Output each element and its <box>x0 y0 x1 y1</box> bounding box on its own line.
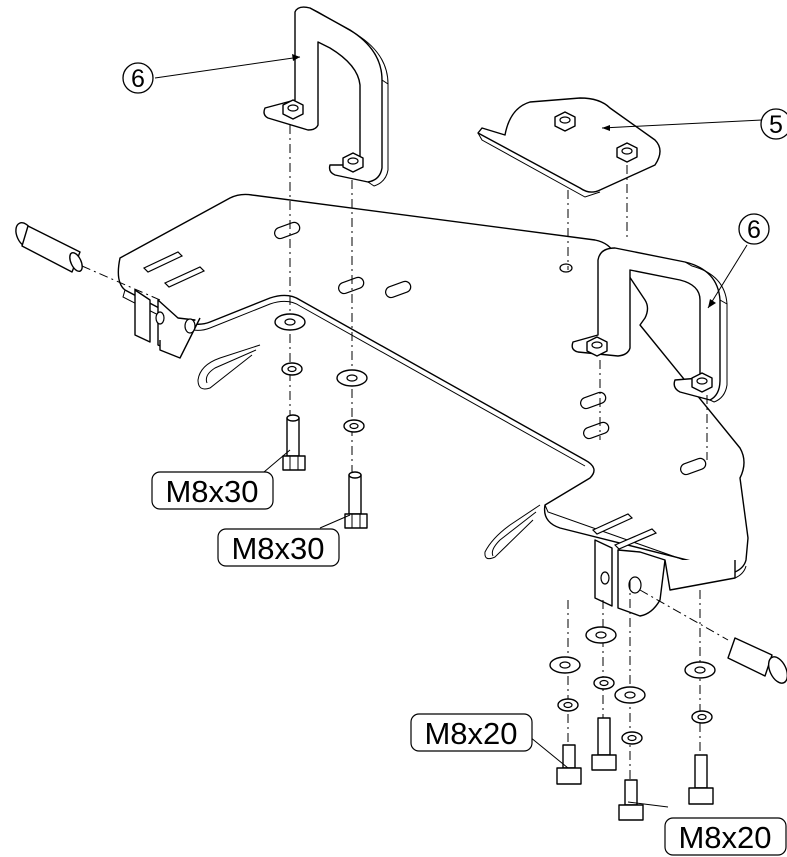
clevis-pin-right <box>639 589 787 684</box>
bolt-label-lower-right-1: M8x20 <box>410 713 533 752</box>
bolt-size-text: M8x20 <box>678 820 771 855</box>
fastener-stack-right-3 <box>614 686 646 821</box>
bolt-label-upper-left-1: M8x30 <box>151 471 274 510</box>
fastener-stack-left-1 <box>274 313 306 471</box>
fastener-stack-right-1 <box>549 656 582 785</box>
handle-bracket-right <box>571 247 728 403</box>
hairpin-clip-right <box>484 504 541 560</box>
clevis-pin-left <box>15 222 161 301</box>
handle-bracket-left <box>263 6 389 187</box>
bolt-size-text: M8x30 <box>231 531 324 566</box>
base-plate <box>117 193 749 617</box>
bolt-size-text: M8x30 <box>165 474 258 509</box>
callout-number: 6 <box>131 65 145 93</box>
callout-number: 6 <box>747 216 761 244</box>
hairpin-clip-left <box>197 344 261 390</box>
callout-number: 5 <box>769 111 783 139</box>
callout-circle-5: 5 <box>760 108 787 140</box>
callout-circle-6-left: 6 <box>122 62 154 94</box>
fastener-stack-right-4 <box>684 661 716 805</box>
callout-leaders <box>154 54 763 808</box>
fastener-stack-left-2 <box>336 369 368 529</box>
clamp-plate <box>477 97 661 198</box>
fastener-stack-right-2 <box>585 626 617 771</box>
bolt-label-lower-right-2: M8x20 <box>664 817 787 856</box>
bolt-label-upper-left-2: M8x30 <box>217 528 340 567</box>
callout-circle-6-right: 6 <box>738 213 770 245</box>
bolt-size-text: M8x20 <box>424 716 517 751</box>
